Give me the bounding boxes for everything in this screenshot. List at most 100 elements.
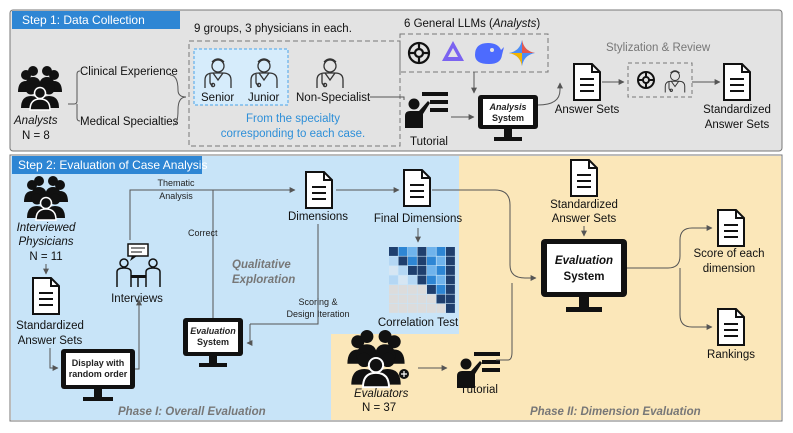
physician-senior: Senior: [201, 92, 234, 104]
heatmap-cell: [398, 285, 408, 294]
correct-label: Correct: [188, 228, 218, 238]
qualitative-2: Exploration: [232, 274, 295, 286]
llms-label: 6 General LLMs (Analysts): [404, 18, 540, 30]
heatmap-cell: [389, 247, 398, 256]
heatmap-cell: [436, 275, 446, 285]
display-2: random order: [69, 369, 128, 379]
step2-std-1: Standardized: [16, 320, 84, 332]
heatmap-cell: [427, 266, 436, 275]
heatmap-cell: [389, 266, 398, 275]
heatmap-cell: [408, 285, 417, 294]
heatmap-cell: [398, 294, 408, 304]
heatmap-cell: [446, 247, 455, 256]
evaluators-label: Evaluators: [354, 388, 409, 400]
dimensions-doc-icon: [305, 171, 333, 209]
heatmap-cell: [408, 294, 417, 304]
heatmap-cell: [446, 275, 455, 285]
heatmap-cell: [427, 285, 436, 294]
heatmap-cell: [398, 304, 408, 313]
step1-section: Step 1: Data Collection Analysts N = 8 C…: [9, 9, 783, 152]
eval-small-2: System: [197, 337, 229, 347]
criteria-clinical: Clinical Experience: [80, 66, 178, 78]
analysts-title: Analysts: [13, 115, 58, 127]
heatmap-cell: [417, 275, 427, 285]
heatmap-cell: [417, 294, 427, 304]
step2-section: Step 2: Evaluation of Case Analysis Inte…: [9, 154, 783, 422]
qwen-logo-icon: [442, 41, 464, 61]
phase2-std-2: Answer Sets: [552, 213, 617, 225]
groups-label: 9 groups, 3 physicians in each.: [194, 23, 352, 35]
rankings-label: Rankings: [707, 349, 755, 361]
openai-logo-icon: [407, 41, 431, 65]
step2-label: Step 2: Evaluation of Case Analysis: [18, 158, 207, 172]
score-doc-icon: [717, 209, 745, 247]
specialty-note-2: corresponding to each case.: [221, 128, 365, 140]
heatmap-cell: [446, 266, 455, 275]
analysis-system-monitor: [478, 95, 538, 141]
analysts-count: N = 8: [22, 130, 50, 142]
heatmap-cell: [446, 285, 455, 294]
step1-tutorial: Tutorial: [410, 136, 448, 148]
heatmap-cell: [427, 275, 436, 285]
interviewed-2: Physicians: [19, 236, 74, 248]
evaluators-plus-badge: [399, 369, 409, 379]
score-each-2: dimension: [703, 263, 755, 275]
physician-junior: Junior: [248, 92, 279, 104]
heatmap-cell: [389, 256, 398, 266]
heatmap-cell: [408, 256, 417, 266]
heatmap-cell: [446, 304, 455, 313]
scoring-1: Scoring &: [298, 297, 337, 307]
deepseek-logo-icon: [475, 43, 504, 64]
stylization-label: Stylization & Review: [606, 42, 711, 54]
phase2-label: Phase II: Dimension Evaluation: [530, 406, 701, 418]
heatmap-cell: [398, 247, 408, 256]
correlation-heatmap: [389, 247, 455, 313]
score-each-1: Score of each: [694, 248, 765, 260]
heatmap-cell: [436, 304, 446, 313]
gemini-logo-icon: [509, 40, 535, 66]
dimensions-label: Dimensions: [288, 211, 348, 223]
qualitative-1: Qualitative: [232, 259, 291, 271]
analysis-system-1: Analysis: [488, 102, 526, 112]
heatmap-cell: [408, 275, 417, 285]
standardized-label-2: Answer Sets: [705, 119, 770, 131]
heatmap-cell: [408, 247, 417, 256]
thematic-1: Thematic: [157, 178, 195, 188]
eval-big-2: System: [564, 271, 605, 283]
heatmap-cell: [417, 266, 427, 275]
answer-sets-doc-icon: [573, 63, 601, 101]
phase1-label: Phase I: Overall Evaluation: [118, 406, 266, 418]
evaluation-system-big-monitor: [541, 239, 627, 312]
interviews-label: Interviews: [111, 293, 163, 305]
heatmap-cell: [389, 294, 398, 304]
evaluation-system-small-monitor: [183, 318, 243, 367]
heatmap-cell: [398, 275, 408, 285]
heatmap-cell: [389, 285, 398, 294]
correlation-label: Correlation Test: [378, 317, 459, 329]
specialty-note-1: From the specialty: [246, 113, 340, 125]
eval-small-1: Evaluation: [190, 326, 236, 336]
evaluators-count: N = 37: [362, 402, 396, 414]
heatmap-cell: [436, 266, 446, 275]
heatmap-cell: [427, 256, 436, 266]
rankings-doc-icon: [717, 308, 745, 346]
heatmap-cell: [398, 256, 408, 266]
heatmap-cell: [408, 266, 417, 275]
physician-nonspecialist: Non-Specialist: [296, 92, 371, 104]
heatmap-cell: [446, 294, 455, 304]
heatmap-cell: [446, 256, 455, 266]
interviewed-count: N = 11: [29, 251, 62, 263]
interviews-icon: [116, 243, 161, 287]
step2-std-2: Answer Sets: [18, 335, 83, 347]
display-monitor: [61, 349, 135, 401]
final-dimensions-label: Final Dimensions: [374, 213, 462, 225]
heatmap-cell: [417, 285, 427, 294]
heatmap-cell: [389, 275, 398, 285]
heatmap-cell: [398, 266, 408, 275]
heatmap-cell: [417, 247, 427, 256]
final-dimensions-doc-icon: [403, 169, 431, 207]
scoring-2: Design Iteration: [286, 309, 349, 319]
heatmap-cell: [436, 294, 446, 304]
heatmap-cell: [389, 304, 398, 313]
standardized-doc-icon: [723, 63, 751, 101]
